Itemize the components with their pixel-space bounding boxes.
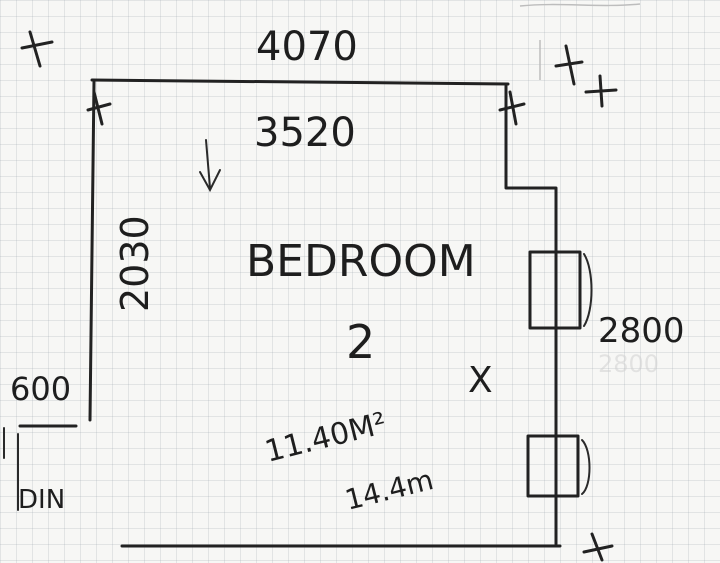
dimension-top-outer: 4070 — [256, 24, 358, 70]
dimension-top-inner: 3520 — [254, 110, 356, 156]
room-outline — [3, 78, 562, 548]
down-arrow — [199, 139, 221, 193]
ghost-dimension-right: 2800 — [598, 350, 659, 378]
room-name: BEDROOM — [246, 236, 476, 287]
tick-top-left — [20, 30, 54, 68]
dimension-right-side: 2800 — [598, 311, 685, 351]
windows — [526, 250, 593, 498]
room-perimeter: 14.4m — [342, 463, 437, 517]
door-label: DIN — [18, 485, 65, 515]
tick-top-right-a — [554, 44, 584, 86]
tick-room-top-left — [86, 90, 112, 126]
dimension-small-left: 600 — [10, 370, 71, 408]
corner-ticks — [20, 30, 618, 562]
wall-right-stepped — [504, 84, 558, 546]
tick-top-right-b — [584, 74, 618, 108]
room-number: 2 — [346, 315, 375, 369]
wall-top — [90, 78, 510, 86]
window-upper-bulge — [583, 253, 593, 327]
corner-x-mark: X — [468, 360, 493, 401]
dimension-left-side: 2030 — [113, 215, 157, 312]
top-right-faint-scribble — [519, 3, 641, 7]
tick-bottom-right — [582, 532, 614, 562]
room-area: 11.40M² — [261, 406, 390, 470]
window-lower — [526, 434, 580, 498]
window-lower-bulge — [581, 439, 591, 495]
wall-left — [88, 80, 96, 422]
window-upper — [528, 250, 582, 330]
tick-room-top-right — [498, 90, 526, 126]
